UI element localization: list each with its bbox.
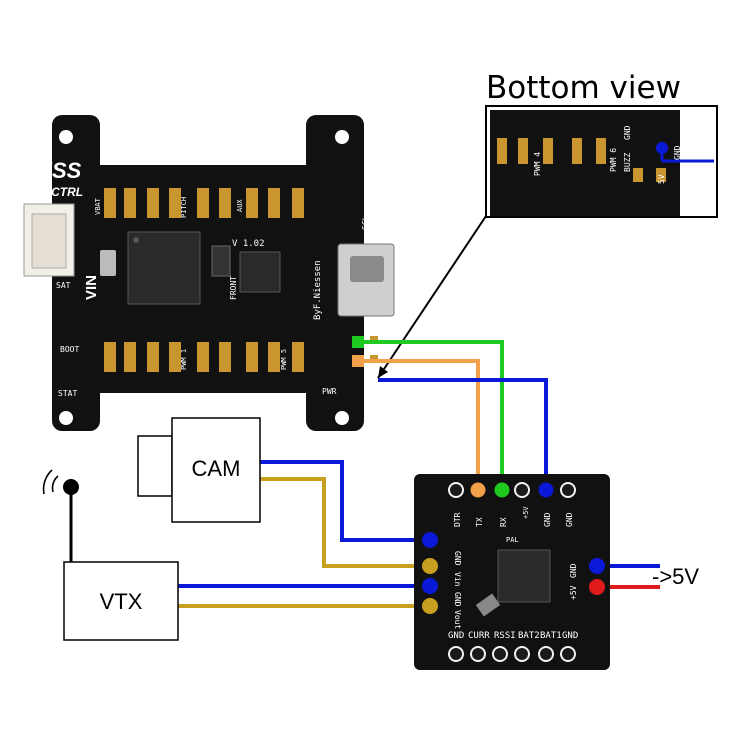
bottom-view-inset: PWM 4 PWM 6 BUZZ GND 5V GND <box>485 105 718 218</box>
fc-label-pitch: PITCH <box>180 197 188 218</box>
top-pads <box>104 188 304 218</box>
mcu-chip <box>127 231 201 305</box>
inset-pointer-line <box>377 215 487 379</box>
inset-label-gnd: GND <box>623 125 632 140</box>
wire-orange <box>360 359 480 488</box>
mounting-hole <box>59 130 73 144</box>
osd-bottom-label-bat1: BAT1 <box>540 631 562 641</box>
osd-bottom-pins <box>448 646 576 662</box>
wire-cam-blue <box>260 460 428 542</box>
osd-rx-pin <box>493 481 511 499</box>
vtx-box: VTX <box>42 469 179 641</box>
fc-logo: KISS <box>30 158 82 183</box>
wire-cam-gold <box>260 477 428 568</box>
fc-label-scl: SCL <box>361 215 370 230</box>
osd-top-label-tx: TX <box>475 517 484 527</box>
osd-bottom-label-gnd2: GND <box>562 631 578 641</box>
fc-label-vin: VIN <box>83 275 100 300</box>
power-5v-label: ->5V <box>652 564 699 589</box>
osd-top-label-gnd2: GND <box>565 512 574 527</box>
wire-green <box>360 340 504 488</box>
fc-label-pwr: PWR <box>322 387 337 396</box>
osd-left-label-gnd: GND <box>453 551 462 566</box>
osd-right-gnd <box>589 558 605 574</box>
inset-label-buzz: BUZZ <box>623 153 632 172</box>
wires <box>178 340 660 608</box>
osd-tx-pin <box>469 481 487 499</box>
fc-label-boot: BOOT <box>60 345 79 354</box>
osd-left-label-vout: Vout <box>453 610 462 629</box>
osd-top-label-dtr: DTR <box>453 512 462 527</box>
osd-board: DTR TX RX GND GND +5V PAL GND Vin GND Vo… <box>414 474 610 670</box>
osd-right-5v <box>589 579 605 595</box>
osd-left-gnd2 <box>422 578 438 594</box>
osd-top-label-5v: +5V <box>522 506 530 519</box>
osd-bottom-label-gnd: GND <box>448 631 464 641</box>
fc-label-pwm1: PWM 1 <box>180 349 188 370</box>
fc-label-front: FRONT <box>229 276 238 300</box>
fc-label-pwm5: PWM 5 <box>280 349 288 370</box>
osd-chip <box>497 549 551 603</box>
osd-left-label-vin: Vin <box>453 572 462 587</box>
vtx-label: VTX <box>100 589 143 614</box>
cam-label: CAM <box>192 456 241 481</box>
osd-bottom-label-rssi: RSSI <box>494 631 516 641</box>
cam-box: CAM <box>137 417 261 523</box>
flight-controller-board: KISS FLTCTRL V 1.02 ByF.Niessen SPK SAT … <box>23 115 395 431</box>
osd-top-label-gnd: GND <box>543 512 552 527</box>
fc-rx-pad <box>352 336 364 348</box>
bottom-pads <box>104 342 304 372</box>
osd-left-vout <box>422 598 438 614</box>
osd-right-label-gnd: GND <box>569 563 578 578</box>
inset-label-gnd2: GND <box>673 145 682 160</box>
osd-bottom-label-bat2: BAT2 <box>518 631 540 641</box>
fc-label-sat: SAT <box>56 281 71 290</box>
osd-bottom-label-curr: CURR <box>468 631 490 641</box>
mounting-hole <box>335 130 349 144</box>
fc-tx-pad <box>352 355 364 367</box>
fc-designer: ByF.Niessen <box>313 260 323 320</box>
osd-left-label-gnd2: GND <box>453 592 462 607</box>
inset-label-5v: 5V <box>657 174 666 184</box>
mounting-hole <box>59 411 73 425</box>
osd-left-vin <box>422 558 438 574</box>
fc-label-stat: STAT <box>58 389 77 398</box>
fc-label-sda: SDA <box>373 215 382 230</box>
fc-label-vbat: VBAT <box>94 197 102 215</box>
inset-label-pwm6: PWM 6 <box>609 148 618 172</box>
fc-label-aux: AUX <box>236 199 244 212</box>
osd-right-label-5v: +5V <box>569 585 578 600</box>
gyro-chip <box>239 251 281 293</box>
inset-label-pwm4: PWM 4 <box>533 152 542 176</box>
fc-version: V 1.02 <box>232 239 265 249</box>
osd-top-label-rx: RX <box>499 517 508 527</box>
wire-blue-fc <box>378 378 548 488</box>
osd-left-gnd1 <box>422 532 438 548</box>
mounting-hole <box>335 411 349 425</box>
osd-chip-label: PAL <box>506 536 519 544</box>
osd-gnd-pin <box>537 481 555 499</box>
fc-sublogo: FLTCTRL <box>30 185 83 199</box>
fc-label-spk: SPK <box>34 281 49 290</box>
bottom-view-title: Bottom view <box>486 70 681 106</box>
